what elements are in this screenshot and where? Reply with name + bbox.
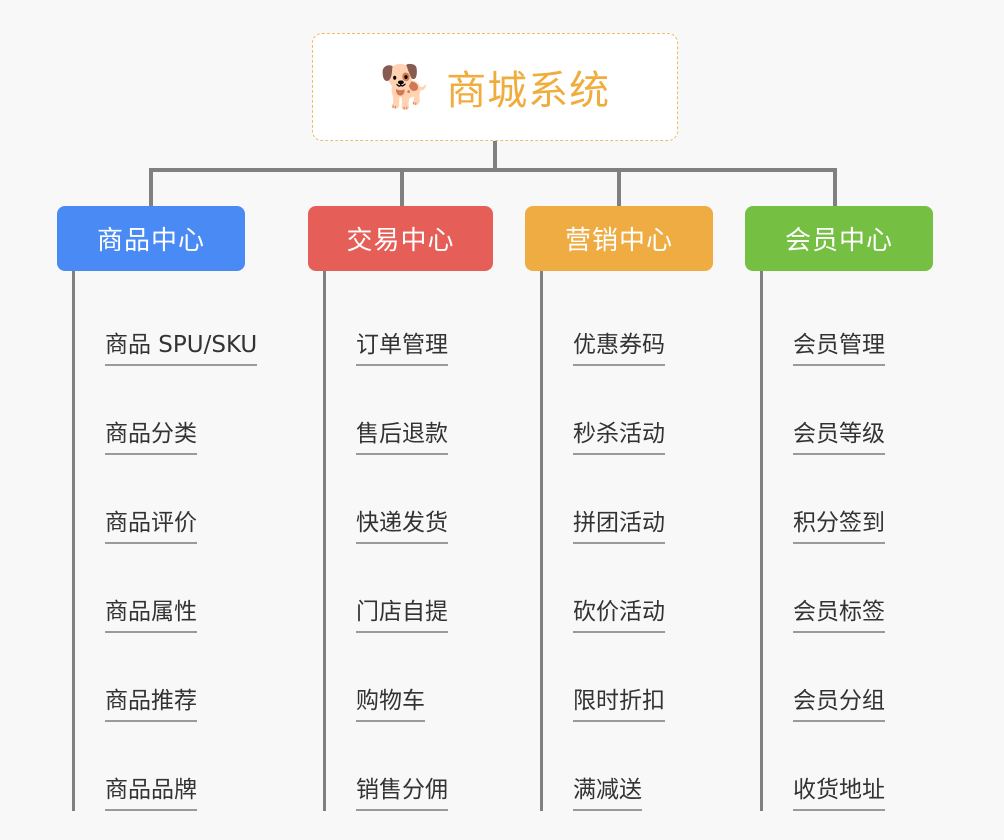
leaf-label: 秒杀活动 bbox=[573, 421, 665, 455]
leaf-label: 收货地址 bbox=[793, 777, 885, 811]
leaf-label: 砍价活动 bbox=[573, 599, 665, 633]
connector-drop-branch-1 bbox=[400, 168, 404, 208]
root-title: 商城系统 bbox=[446, 68, 611, 114]
leaf-label: 满减送 bbox=[573, 777, 642, 811]
list-item[interactable]: 快递发货 bbox=[356, 455, 493, 544]
leaf-label: 优惠券码 bbox=[573, 332, 665, 366]
leaf-label: 会员管理 bbox=[793, 332, 885, 366]
shiba-dog-face-icon: 🐕 bbox=[379, 62, 433, 111]
category-node-member-center[interactable]: 会员中心 bbox=[745, 206, 933, 271]
list-item[interactable]: 会员标签 bbox=[793, 544, 933, 633]
category-node-marketing-center[interactable]: 营销中心 bbox=[525, 206, 713, 271]
leaf-list-member-center: 会员管理 会员等级 积分签到 会员标签 会员分组 收货地址 bbox=[760, 271, 933, 811]
list-item[interactable]: 订单管理 bbox=[356, 277, 493, 366]
leaf-label: 会员分组 bbox=[793, 688, 885, 722]
leaf-label: 会员等级 bbox=[793, 421, 885, 455]
leaf-label: 限时折扣 bbox=[573, 688, 665, 722]
list-item[interactable]: 商品推荐 bbox=[105, 633, 245, 722]
list-item[interactable]: 门店自提 bbox=[356, 544, 493, 633]
connector-drop-branch-3 bbox=[833, 168, 837, 208]
list-item[interactable]: 会员管理 bbox=[793, 277, 933, 366]
list-item[interactable]: 拼团活动 bbox=[573, 455, 713, 544]
leaf-label: 商品评价 bbox=[105, 510, 197, 544]
list-item[interactable]: 收货地址 bbox=[793, 722, 933, 811]
branch-column-marketing-center: 营销中心 优惠券码 秒杀活动 拼团活动 砍价活动 限时折扣 满减送 bbox=[525, 206, 713, 811]
connector-root-stem bbox=[493, 141, 497, 170]
leaf-label: 售后退款 bbox=[356, 421, 448, 455]
list-item[interactable]: 商品属性 bbox=[105, 544, 245, 633]
list-item[interactable]: 会员等级 bbox=[793, 366, 933, 455]
list-item[interactable]: 优惠券码 bbox=[573, 277, 713, 366]
branch-column-trade-center: 交易中心 订单管理 售后退款 快递发货 门店自提 购物车 销售分佣 bbox=[308, 206, 493, 811]
list-item[interactable]: 购物车 bbox=[356, 633, 493, 722]
leaf-label: 商品属性 bbox=[105, 599, 197, 633]
leaf-list-trade-center: 订单管理 售后退款 快递发货 门店自提 购物车 销售分佣 bbox=[323, 271, 493, 811]
leaf-label: 商品分类 bbox=[105, 421, 197, 455]
leaf-label: 商品推荐 bbox=[105, 688, 197, 722]
leaf-label: 积分签到 bbox=[793, 510, 885, 544]
list-item[interactable]: 限时折扣 bbox=[573, 633, 713, 722]
root-node[interactable]: 🐕 商城系统 bbox=[312, 33, 678, 141]
connector-drop-branch-0 bbox=[149, 168, 153, 208]
list-item[interactable]: 砍价活动 bbox=[573, 544, 713, 633]
leaf-label: 销售分佣 bbox=[356, 777, 448, 811]
leaf-label: 门店自提 bbox=[356, 599, 448, 633]
list-item[interactable]: 会员分组 bbox=[793, 633, 933, 722]
leaf-label: 购物车 bbox=[356, 688, 425, 722]
connector-horizontal-bus bbox=[149, 168, 837, 172]
category-node-trade-center[interactable]: 交易中心 bbox=[308, 206, 493, 271]
category-node-product-center[interactable]: 商品中心 bbox=[57, 206, 245, 271]
leaf-label: 拼团活动 bbox=[573, 510, 665, 544]
list-item[interactable]: 满减送 bbox=[573, 722, 713, 811]
list-item[interactable]: 售后退款 bbox=[356, 366, 493, 455]
leaf-list-product-center: 商品 SPU/SKU 商品分类 商品评价 商品属性 商品推荐 商品品牌 bbox=[72, 271, 258, 811]
list-item[interactable]: 积分签到 bbox=[793, 455, 933, 544]
list-item[interactable]: 商品分类 bbox=[105, 366, 245, 455]
leaf-list-marketing-center: 优惠券码 秒杀活动 拼团活动 砍价活动 限时折扣 满减送 bbox=[540, 271, 713, 811]
leaf-label: 快递发货 bbox=[356, 510, 448, 544]
leaf-label: 商品品牌 bbox=[105, 777, 197, 811]
leaf-label: 会员标签 bbox=[793, 599, 885, 633]
connector-drop-branch-2 bbox=[617, 168, 621, 208]
list-item[interactable]: 商品评价 bbox=[105, 455, 245, 544]
branch-column-member-center: 会员中心 会员管理 会员等级 积分签到 会员标签 会员分组 收货地址 bbox=[745, 206, 933, 811]
list-item[interactable]: 商品 SPU/SKU bbox=[105, 277, 258, 366]
list-item[interactable]: 销售分佣 bbox=[356, 722, 493, 811]
list-item[interactable]: 秒杀活动 bbox=[573, 366, 713, 455]
list-item[interactable]: 商品品牌 bbox=[105, 722, 245, 811]
leaf-label: 商品 SPU/SKU bbox=[105, 332, 258, 366]
branch-column-product-center: 商品中心 商品 SPU/SKU 商品分类 商品评价 商品属性 商品推荐 商品品牌 bbox=[57, 206, 258, 811]
leaf-label: 订单管理 bbox=[356, 332, 448, 366]
